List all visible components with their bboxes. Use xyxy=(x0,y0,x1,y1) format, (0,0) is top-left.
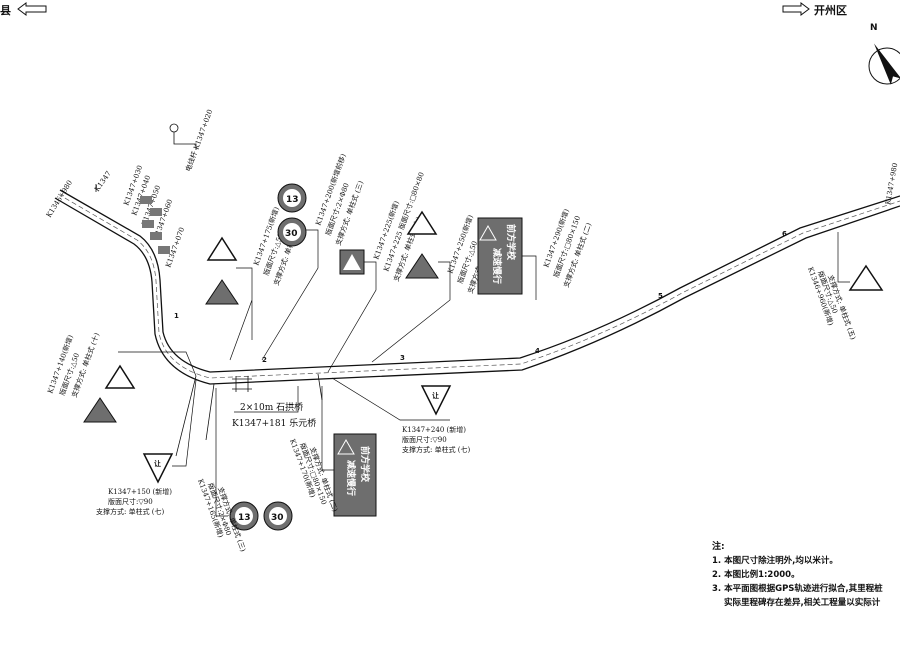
height-limit-icon: 13 xyxy=(277,183,307,213)
road-edge-outer xyxy=(59,189,900,373)
right-arrow-icon xyxy=(782,2,810,16)
electric-pole-label: 电线杆 K1347+020 xyxy=(183,108,214,173)
speed-limit-icon: 30 xyxy=(277,217,307,247)
tick-3: 3 xyxy=(400,354,405,362)
side-road-3 xyxy=(317,373,323,401)
yield-glyph-2: 让 xyxy=(154,459,161,468)
sign-k1347-150: 让 K1347+150 (新增) 版面尺寸:▽90 支撑方式: 单柱式 (七) xyxy=(96,379,197,516)
k240-line3: 支撑方式: 单柱式 (七) xyxy=(402,445,471,454)
school-sign-top-line1: 前方学校 xyxy=(505,224,517,261)
k150-line1: K1347+150 (新增) xyxy=(108,487,172,496)
end-mileage: K1347+980 xyxy=(884,162,899,205)
height-limit-text: 13 xyxy=(286,195,299,205)
delineator-icons xyxy=(140,196,170,254)
sign-k1346-960: K1346+960(新增) 版面尺寸:△50 支撑方式: 单柱式 (五) xyxy=(806,232,884,341)
note-2: 2. 本图比例1:2000。 xyxy=(712,570,800,580)
note-1: 1. 本图尺寸除注明外,均以米计。 xyxy=(712,556,838,566)
k240-line2: 版面尺寸:▽90 xyxy=(402,435,447,444)
start-mileage: K1346+980 xyxy=(45,179,74,219)
speed-limit-text: 30 xyxy=(285,229,298,239)
right-district-label: 开州区 xyxy=(814,4,847,17)
side-road-2 xyxy=(205,383,215,441)
warning-triangle-icon xyxy=(206,236,238,261)
warning-triangle-filled-icon-4 xyxy=(83,397,117,423)
bridge-label: 2×10m 石拱桥 K1347+181 乐元桥 xyxy=(232,386,316,429)
warning-triangle-icon-2 xyxy=(406,210,438,235)
road xyxy=(54,189,900,457)
yield-triangle-icon xyxy=(420,385,452,416)
road-centerline xyxy=(57,193,900,379)
yield-triangle-icon-2 xyxy=(142,453,174,484)
north-label: N xyxy=(870,23,878,33)
bridge-name1: 2×10m 石拱桥 xyxy=(240,401,303,413)
left-arrow-icon xyxy=(17,2,47,16)
school-sign-bottom-line2: 减速慢行 xyxy=(345,460,357,496)
marker-group-top-left: K1347+030 K1347+040 K1347+050 K1347+060 … xyxy=(122,164,186,268)
sign-k1347-240: 让 K1347+240 (新增) 版面尺寸:▽90 支撑方式: 单柱式 (七) xyxy=(331,377,471,454)
side-road-1 xyxy=(175,375,197,457)
note-3: 3. 本平面图根据GPS轨迹进行拟合,其里程桩 xyxy=(712,584,883,594)
left-county-label: 县 xyxy=(0,4,11,17)
k150-line2: 版面尺寸:▽90 xyxy=(108,497,153,506)
notes-title: 注: xyxy=(712,542,725,552)
school-sign-top-line2: 减速慢行 xyxy=(491,248,503,284)
tick-5: 5 xyxy=(658,292,663,300)
notes-block: 注: 1. 本图尺寸除注明外,均以米计。 2. 本图比例1:2000。 3. 本… xyxy=(712,540,900,610)
school-sign-top: 前方学校 减速慢行 K1347+290(新增) 版面尺寸:□80×150 支撑方… xyxy=(477,207,593,300)
north-arrow-icon: N xyxy=(868,23,900,85)
note-4: 实际里程碑存在差异,相关工程量以实际计 xyxy=(724,598,881,608)
electric-pole: 电线杆 K1347+020 xyxy=(169,108,214,173)
road-edge-inner xyxy=(54,197,900,385)
tick-1: 1 xyxy=(174,312,179,320)
school-sign-bottom-line1: 前方学校 xyxy=(359,446,371,483)
k240-line1: K1347+240 (新增) xyxy=(402,425,466,434)
warning-triangle-filled-icon xyxy=(205,279,239,305)
warning-triangle-icon-3 xyxy=(848,264,884,291)
k150-line3: 支撑方式: 单柱式 (七) xyxy=(96,507,165,516)
yield-glyph: 让 xyxy=(432,391,439,400)
speed-limit-icon-2: 30 xyxy=(263,501,293,531)
sign-k1347-140: K1347+140(新增) 版面尺寸:△50 支撑方式: 单柱式 (十) xyxy=(45,331,197,423)
warning-triangle-filled-icon-2 xyxy=(405,253,439,279)
left-direction: 县 xyxy=(0,2,47,17)
right-direction: 开州区 xyxy=(782,2,847,17)
tick-6: 6 xyxy=(782,230,787,238)
bridge-symbol xyxy=(232,376,252,392)
tick-4: 4 xyxy=(535,347,540,355)
square-warning-icon xyxy=(339,249,365,275)
height-limit-icon-2: 13 xyxy=(229,501,259,531)
speed-limit-text-2: 30 xyxy=(271,513,284,523)
warning-triangle-icon-4 xyxy=(104,364,136,389)
height-limit-text-2: 13 xyxy=(238,513,251,523)
bridge-name2: K1347+181 乐元桥 xyxy=(232,417,316,429)
tick-2: 2 xyxy=(262,356,267,364)
